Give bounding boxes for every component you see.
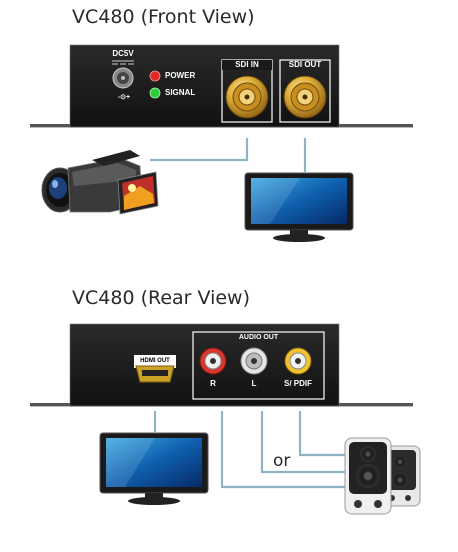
audio-r-label: R	[210, 379, 216, 388]
cable-r-to-speakers	[220, 411, 345, 489]
monitor-icon	[99, 432, 209, 505]
front-cables	[150, 138, 307, 172]
rear-cables	[153, 411, 345, 489]
signal-led	[149, 87, 161, 99]
speaker-icon	[344, 437, 421, 515]
audio-out-panel	[192, 331, 325, 400]
rca-jack-icon	[284, 347, 312, 375]
power-polarity-label: -⊙+	[117, 94, 131, 101]
power-led-label: POWER	[165, 71, 196, 80]
bnc-connector-icon	[283, 75, 327, 119]
rear-device	[30, 323, 413, 407]
or-label: or	[273, 451, 291, 471]
hdmi-port-icon	[134, 355, 176, 383]
hdmi-out-label: HDMI OUT	[140, 358, 170, 364]
cable-spdif-to-speakers	[298, 411, 345, 457]
dc-power-jack-icon	[112, 60, 134, 89]
front-device	[30, 44, 413, 128]
power-led	[149, 70, 161, 82]
sdi-out-panel	[279, 59, 331, 123]
audio-spdif-label: S/ PDIF	[283, 379, 312, 388]
cable-sdi-in-to-camcorder	[150, 138, 249, 162]
audio-out-label: AUDIO OUT	[238, 334, 279, 341]
dc-power-label: DC5V	[112, 49, 134, 58]
bnc-connector-icon	[225, 75, 269, 119]
monitor-icon	[244, 172, 354, 242]
rca-jack-icon	[199, 347, 227, 375]
front-view-title: VC480 (Front View)	[72, 6, 255, 28]
rca-jack-icon	[240, 347, 268, 375]
audio-l-label: L	[251, 379, 257, 388]
signal-led-label: SIGNAL	[165, 88, 196, 97]
cable-l-to-speakers	[260, 411, 345, 474]
sdi-in-label: SDI IN	[235, 60, 259, 69]
rear-view-title: VC480 (Rear View)	[72, 287, 251, 309]
camcorder-icon	[41, 150, 159, 215]
sdi-out-label: SDI OUT	[288, 60, 322, 69]
